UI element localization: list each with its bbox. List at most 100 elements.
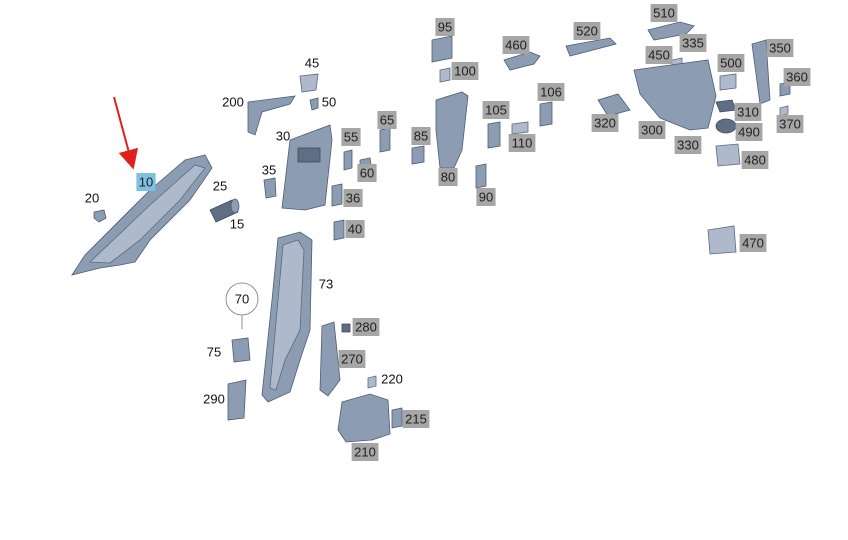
callout-490[interactable]: 490 (735, 123, 763, 141)
callout-460[interactable]: 460 (502, 36, 530, 54)
callout-text-350: 350 (769, 41, 791, 56)
callout-text-200: 200 (222, 95, 244, 110)
callout-106[interactable]: 106 (537, 83, 565, 101)
callout-65[interactable]: 65 (377, 111, 397, 129)
part-75-clip[interactable] (231, 337, 251, 363)
callout-30[interactable]: 30 (276, 129, 290, 144)
callout-15[interactable]: 15 (230, 217, 244, 232)
callout-45[interactable]: 45 (305, 56, 319, 71)
callout-box-10 (136, 173, 156, 191)
callout-36[interactable]: 36 (343, 189, 363, 207)
callout-300[interactable]: 300 (638, 121, 666, 139)
part-106-clip[interactable] (539, 101, 553, 127)
callout-100[interactable]: 100 (451, 62, 479, 80)
callout-70[interactable]: 70 (225, 282, 259, 329)
callout-80[interactable]: 80 (438, 168, 458, 186)
part-280-screw[interactable] (341, 323, 351, 333)
callout-320[interactable]: 320 (591, 114, 619, 132)
callout-text-25: 25 (213, 179, 227, 194)
callout-60[interactable]: 60 (357, 164, 377, 182)
callout-55[interactable]: 55 (341, 128, 361, 146)
part-350-strip[interactable] (751, 39, 771, 105)
callout-40[interactable]: 40 (345, 220, 365, 238)
callout-73[interactable]: 73 (319, 277, 333, 292)
callout-220[interactable]: 220 (381, 372, 403, 387)
part-270-strip[interactable] (319, 321, 341, 397)
part-100-clip[interactable] (439, 67, 451, 83)
callout-370[interactable]: 370 (776, 115, 804, 133)
part-30-opening (297, 147, 321, 163)
part-210-cover[interactable] (337, 393, 391, 443)
callout-290[interactable]: 290 (203, 392, 225, 407)
callout-360[interactable]: 360 (783, 68, 811, 86)
callout-95[interactable]: 95 (435, 18, 455, 36)
callout-280[interactable]: 280 (352, 318, 380, 336)
callout-350[interactable]: 350 (766, 39, 794, 57)
callout-520[interactable]: 520 (573, 22, 601, 40)
part-310-trim[interactable] (715, 99, 737, 113)
part-220-clip[interactable] (367, 375, 377, 389)
callout-85[interactable]: 85 (411, 127, 431, 145)
callout-470[interactable]: 470 (739, 234, 767, 252)
callout-text-100: 100 (454, 64, 476, 79)
part-480-cover[interactable] (715, 143, 741, 167)
part-370-clip[interactable] (779, 105, 789, 117)
callout-box-40 (345, 220, 365, 238)
part-470-cover[interactable] (707, 225, 737, 255)
callout-text-15: 15 (230, 217, 244, 232)
callout-105[interactable]: 105 (482, 101, 510, 119)
part-20-clip[interactable] (93, 209, 107, 223)
part-80-c-pillar[interactable] (435, 91, 469, 169)
part-50-screw[interactable] (309, 97, 319, 111)
callout-310[interactable]: 310 (734, 103, 762, 121)
callout-270[interactable]: 270 (338, 350, 366, 368)
callout-200[interactable]: 200 (222, 95, 244, 110)
callout-480[interactable]: 480 (741, 151, 769, 169)
part-105-clip[interactable] (487, 121, 501, 149)
part-36-clip[interactable] (331, 183, 343, 207)
part-300-panel[interactable] (633, 59, 717, 131)
callout-text-85: 85 (414, 129, 428, 144)
callout-335[interactable]: 335 (679, 34, 707, 52)
callout-35[interactable]: 35 (262, 163, 276, 178)
callout-510[interactable]: 510 (650, 4, 678, 22)
callout-450[interactable]: 450 (645, 46, 673, 64)
part-90-clip[interactable] (475, 163, 487, 189)
callout-210[interactable]: 210 (351, 443, 379, 461)
part-215-clip[interactable] (391, 407, 403, 429)
part-35-clip[interactable] (263, 177, 277, 199)
part-40-clip[interactable] (333, 219, 345, 241)
part-320-clip[interactable] (597, 93, 631, 117)
part-290-trim[interactable] (227, 379, 247, 421)
part-520-rail[interactable] (565, 37, 617, 57)
callout-box-450 (645, 46, 673, 64)
part-510-handle[interactable] (647, 21, 695, 41)
callout-text-75: 75 (207, 345, 221, 360)
part-95-bracket[interactable] (431, 35, 453, 63)
red-arrow (113, 96, 139, 170)
part-200-trim[interactable] (247, 95, 296, 136)
part-460-handle[interactable] (503, 51, 541, 71)
callout-text-95: 95 (438, 20, 452, 35)
callout-330[interactable]: 330 (674, 136, 702, 154)
part-85-clip[interactable] (411, 145, 425, 165)
callout-text-300: 300 (641, 123, 663, 138)
part-110-clip[interactable] (511, 121, 529, 135)
part-30-b-pillar-upper[interactable] (281, 124, 333, 211)
callout-75[interactable]: 75 (207, 345, 221, 360)
part-55-bracket[interactable] (343, 149, 353, 171)
part-45-clip[interactable] (299, 73, 319, 93)
part-490-cap[interactable] (715, 118, 737, 134)
callout-215[interactable]: 215 (402, 410, 430, 428)
callout-box-36 (343, 189, 363, 207)
callout-110[interactable]: 110 (508, 134, 536, 152)
callout-25[interactable]: 25 (213, 179, 227, 194)
part-65-clip[interactable] (379, 127, 391, 153)
callout-10[interactable]: 10 (136, 173, 156, 191)
callout-text-106: 106 (540, 85, 562, 100)
callout-500[interactable]: 500 (717, 54, 745, 72)
callout-50[interactable]: 50 (322, 95, 336, 110)
callout-20[interactable]: 20 (85, 191, 99, 206)
callout-90[interactable]: 90 (476, 188, 496, 206)
part-500-clip[interactable] (719, 73, 737, 91)
